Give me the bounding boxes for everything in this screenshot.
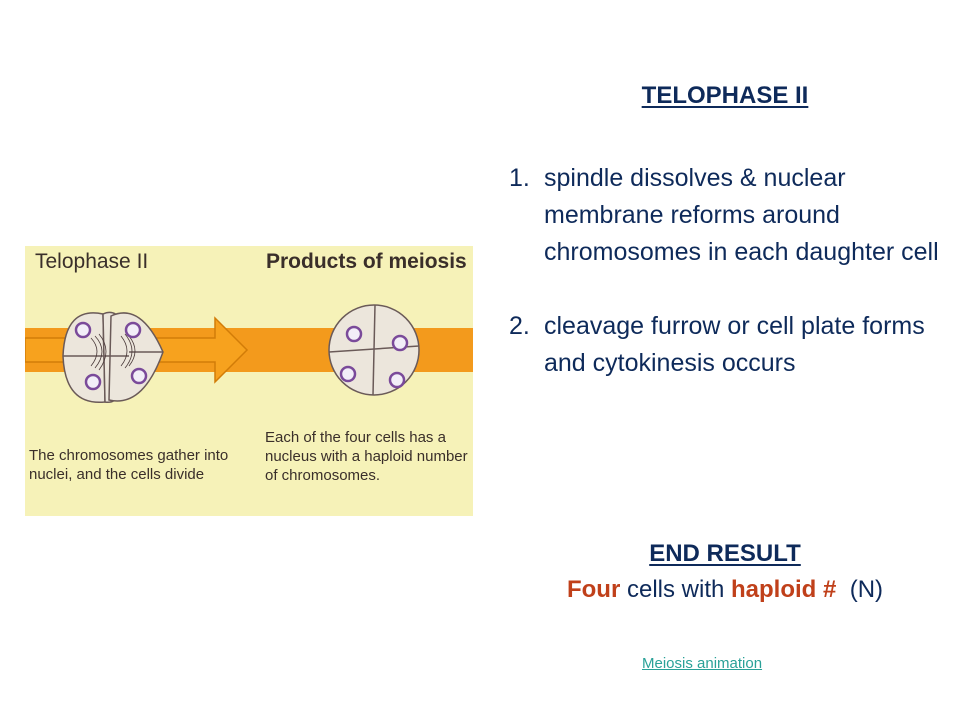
- meiosis-animation-link[interactable]: Meiosis animation: [642, 655, 763, 672]
- figure-graphic: [25, 304, 473, 403]
- telophase-cells: [62, 311, 164, 403]
- end-result-line: Four cells with haploid # (N): [480, 576, 960, 604]
- result-word-four: Four: [566, 576, 621, 603]
- step-item: 1. spindle dissolves & nuclear membrane …: [509, 160, 949, 271]
- step-text: cleavage furrow or cell plate forms and …: [544, 312, 925, 377]
- result-word-haploid: haploid #: [731, 576, 837, 603]
- slide-heading: TELOPHASE II: [641, 82, 809, 109]
- figure-caption-left: The chromosomes gather into nuclei, and …: [29, 447, 229, 483]
- four-haploid-cells: [328, 304, 420, 396]
- result-tail-text: (N): [836, 576, 884, 603]
- figure-caption-right: Each of the four cells has a nucleus wit…: [265, 429, 468, 484]
- end-result-title: END RESULT: [649, 540, 801, 567]
- steps-list: 1. spindle dissolves & nuclear membrane …: [509, 160, 949, 419]
- step-item: 2. cleavage furrow or cell plate forms a…: [509, 308, 949, 382]
- step-number: 1.: [509, 164, 530, 192]
- figure-title-products: Products of meiosis: [266, 250, 467, 273]
- step-number: 2.: [509, 312, 530, 340]
- telophase-figure: Telophase II Products of meiosis The chr…: [25, 246, 473, 516]
- result-mid-text: cells with: [620, 576, 732, 603]
- step-text: spindle dissolves & nuclear membrane ref…: [544, 164, 939, 266]
- figure-title-telophase: Telophase II: [35, 250, 149, 273]
